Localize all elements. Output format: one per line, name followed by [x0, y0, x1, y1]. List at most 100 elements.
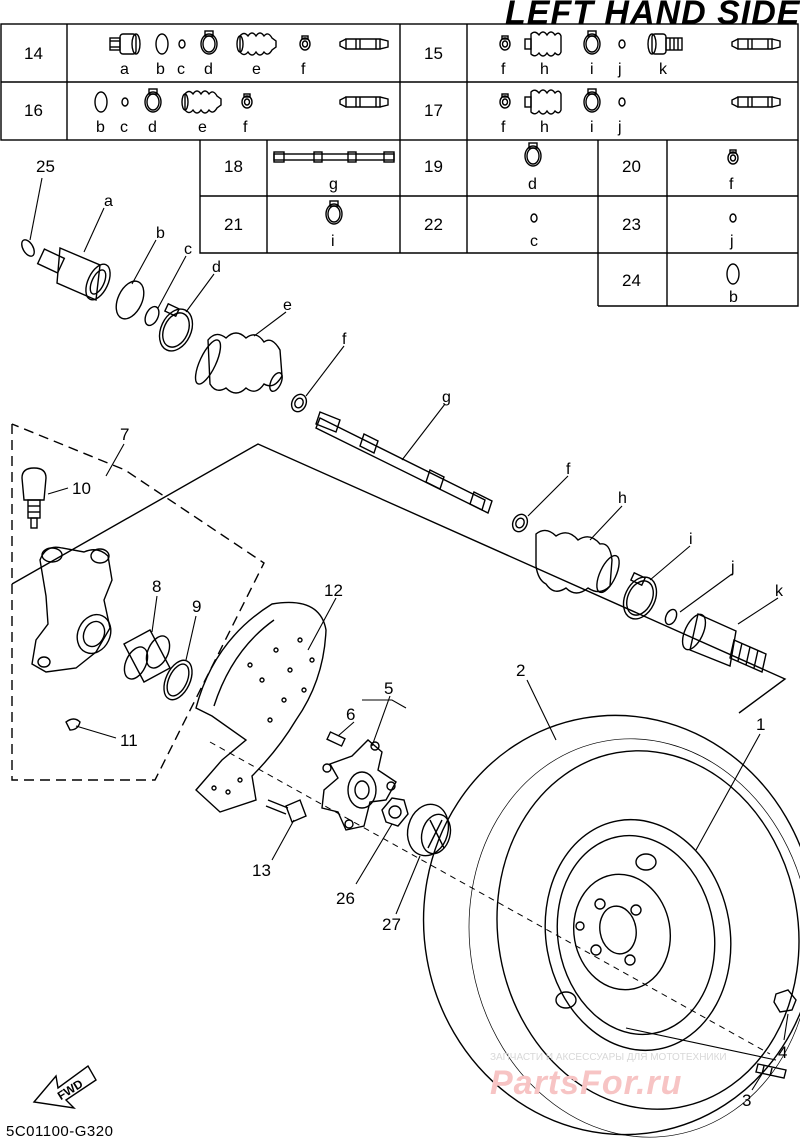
kit-20-letter: f [729, 176, 734, 193]
callout-e: e [283, 297, 292, 314]
ring-b [115, 280, 145, 320]
callout-12: 12 [324, 581, 343, 600]
kit-16-letter-b: b [96, 119, 105, 136]
boot-e [194, 332, 283, 394]
kit-23-number: 23 [622, 215, 641, 234]
circlip-part-9 [163, 659, 193, 701]
diagram-title: LEFT HAND SIDE [505, 0, 800, 32]
kit-14-letter-c: c [177, 61, 185, 78]
kit-15-letter-h: h [540, 61, 549, 78]
ring-j [664, 608, 678, 626]
kit-14-letter-b: b [156, 61, 165, 78]
axle-nut-part-26 [381, 797, 409, 827]
callout-10: 10 [72, 479, 91, 498]
diagram-code: 5C01100-G320 [6, 1123, 114, 1140]
bolt-part-13 [265, 799, 307, 823]
disc-guard-part-12 [195, 601, 327, 813]
callout-5: 5 [384, 679, 393, 698]
callout-b: b [156, 225, 165, 242]
kit-row-17-icons [499, 88, 781, 115]
kit-21-letter: i [331, 233, 335, 250]
axle-group-frame [11, 443, 787, 714]
callout-3: 3 [742, 1091, 751, 1110]
kit-14-letter-d: d [204, 61, 213, 78]
callout-d: d [212, 259, 221, 276]
kit-22-letter: c [530, 233, 538, 250]
kit-17-letter-j: j [617, 119, 622, 136]
kit-row-21-icons [325, 200, 343, 225]
kit-17-letter-i: i [590, 119, 594, 136]
callout-8: 8 [152, 577, 161, 596]
kit-15-letter-j: j [617, 61, 622, 78]
tire-part-2 [422, 714, 800, 1138]
callout-j: j [730, 559, 735, 576]
clamp-d [158, 302, 194, 352]
knuckle-group-frame [11, 423, 265, 781]
kit-18-number: 18 [224, 157, 243, 176]
kit-row-22-icons [530, 213, 538, 223]
kit-14-letter-e: e [252, 61, 261, 78]
watermark-caption: ЗАПЧАСТИ И АКСЕССУАРЫ ДЛЯ МОТОТЕХНИКИ [490, 1052, 727, 1063]
cotter-pin-part-11 [65, 718, 81, 731]
kit-table [0, 23, 799, 307]
kit-24-letter: b [729, 289, 738, 306]
callout-2: 2 [516, 661, 525, 680]
lug-nut-part-4 [773, 989, 797, 1013]
cv-joint-outer-a [36, 246, 111, 302]
leader-lines [29, 177, 789, 1091]
kit-18-letter: g [329, 176, 338, 193]
callout-a: a [104, 193, 113, 210]
callout-k: k [775, 583, 784, 600]
kit-17-letter-h: h [540, 119, 549, 136]
clamp-f-outer [511, 513, 529, 533]
cv-joint-inner-k [681, 613, 767, 673]
kit-16-letter-e: e [198, 119, 207, 136]
clamp-f-inner [290, 393, 308, 413]
callout-26: 26 [336, 889, 355, 908]
kit-row-24-icons [726, 263, 740, 285]
callout-c: c [184, 241, 192, 258]
kit-15-letter-f: f [501, 61, 506, 78]
kit-20-number: 20 [622, 157, 641, 176]
callout-25: 25 [36, 157, 55, 176]
forward-arrow-label: FWD [55, 1076, 86, 1103]
kit-15-number: 15 [424, 44, 443, 63]
callout-11: 11 [120, 731, 138, 750]
circlip-part-25 [21, 239, 35, 257]
kit-row-19-icons [524, 142, 542, 167]
forward-arrow-icon: FWD [32, 1064, 97, 1110]
kit-16-letter-f: f [243, 119, 248, 136]
callout-h: h [618, 490, 627, 507]
callout-f-outer: f [566, 461, 571, 478]
clamp-i [622, 571, 658, 620]
callout-27: 27 [382, 915, 401, 934]
kit-16-letter-c: c [120, 119, 128, 136]
kit-row-23-icons [729, 213, 737, 223]
assembly-centerline [209, 741, 771, 1055]
kit-19-number: 19 [424, 157, 443, 176]
kit-24-number: 24 [622, 271, 641, 290]
kit-row-18-icons [273, 151, 395, 163]
ball-joint-part-10 [21, 467, 47, 529]
callout-6: 6 [346, 705, 355, 724]
kit-14-number: 14 [24, 44, 43, 63]
kit-17-number: 17 [424, 101, 443, 120]
bolt-part-6 [326, 731, 346, 747]
ring-c [144, 305, 160, 327]
kit-21-number: 21 [224, 215, 243, 234]
callout-13: 13 [252, 861, 271, 880]
kit-row-14-icons [109, 30, 389, 56]
callout-7: 7 [120, 425, 129, 444]
kit-19-letter: d [528, 176, 537, 193]
watermark-logo: PartsFor.ru [490, 1064, 683, 1102]
kit-15-letter-k: k [659, 61, 668, 78]
kit-14-letter-f: f [301, 61, 306, 78]
axle-shaft-g [315, 411, 493, 514]
kit-17-letter-f: f [501, 119, 506, 136]
callout-f-inner: f [342, 331, 347, 348]
callout-4: 4 [778, 1043, 787, 1062]
wheel-rim-part-1 [544, 818, 732, 1052]
hub-cap-part-27 [406, 803, 452, 857]
bearing-part-8 [123, 629, 171, 683]
callout-g: g [442, 389, 451, 406]
